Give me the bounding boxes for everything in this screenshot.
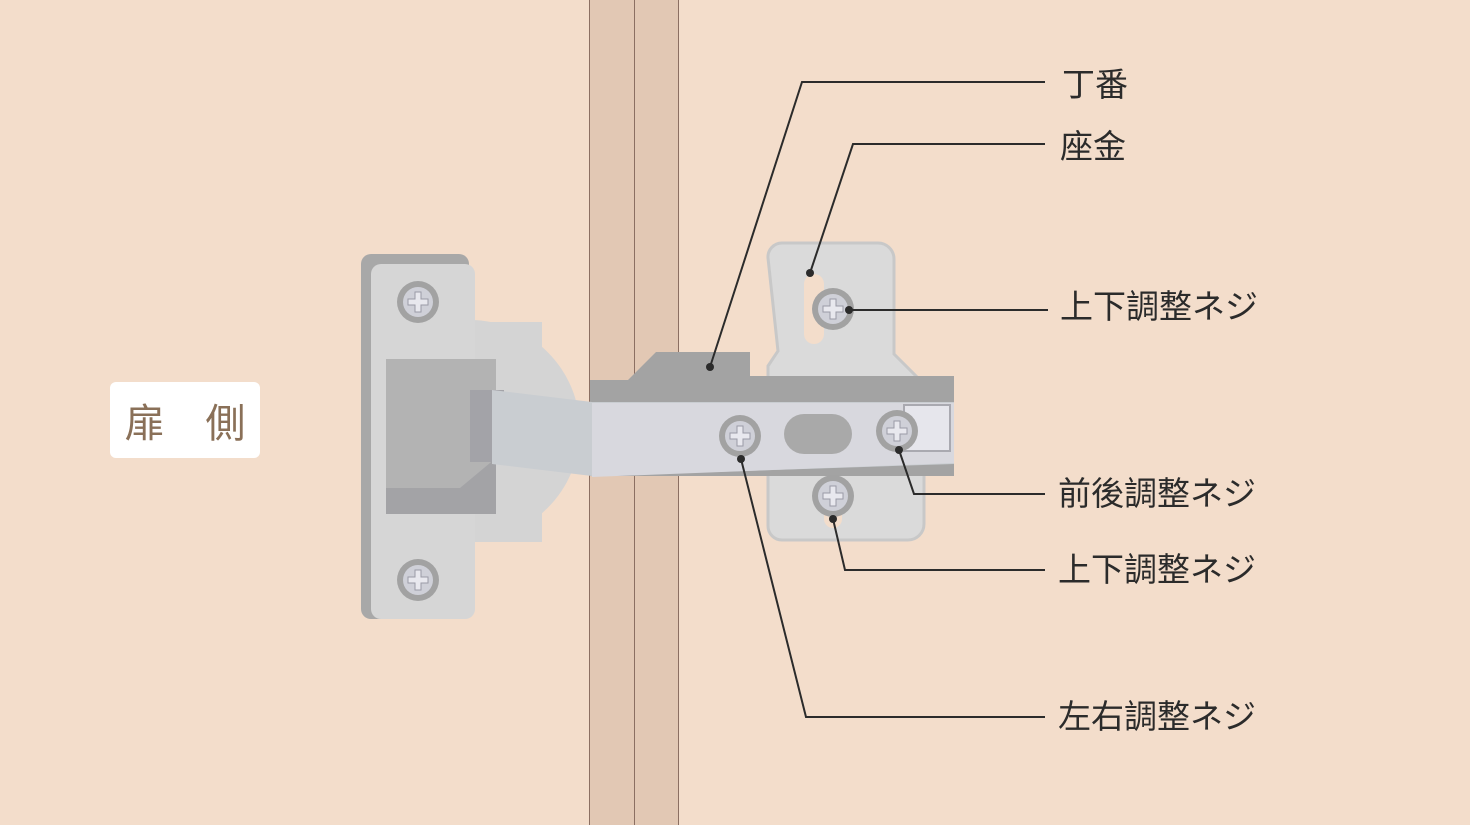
leader-dots	[706, 269, 903, 523]
lateral-adjust-screw	[718, 414, 762, 458]
leader-lines	[709, 81, 1048, 718]
callout-vertical-adjust-bottom: 上下調整ネジ	[1058, 550, 1256, 589]
cup-screw-top	[396, 280, 440, 324]
callout-hinge: 丁番	[1062, 65, 1128, 104]
door-side-label-box: 扉 側	[110, 382, 260, 458]
callout-washer: 座金	[1060, 127, 1126, 166]
hinge-cup-plate	[361, 254, 580, 619]
depth-adjust-screw	[875, 409, 919, 453]
door-side-label: 扉 側	[124, 401, 260, 447]
cup-screw-bottom	[396, 558, 440, 602]
callout-lateral-adjust: 左右調整ネジ	[1058, 697, 1256, 736]
callout-depth-adjust: 前後調整ネジ	[1058, 474, 1256, 513]
vertical-adjust-screw-bottom	[811, 474, 855, 518]
callout-vertical-adjust-top: 上下調整ネジ	[1060, 287, 1258, 326]
